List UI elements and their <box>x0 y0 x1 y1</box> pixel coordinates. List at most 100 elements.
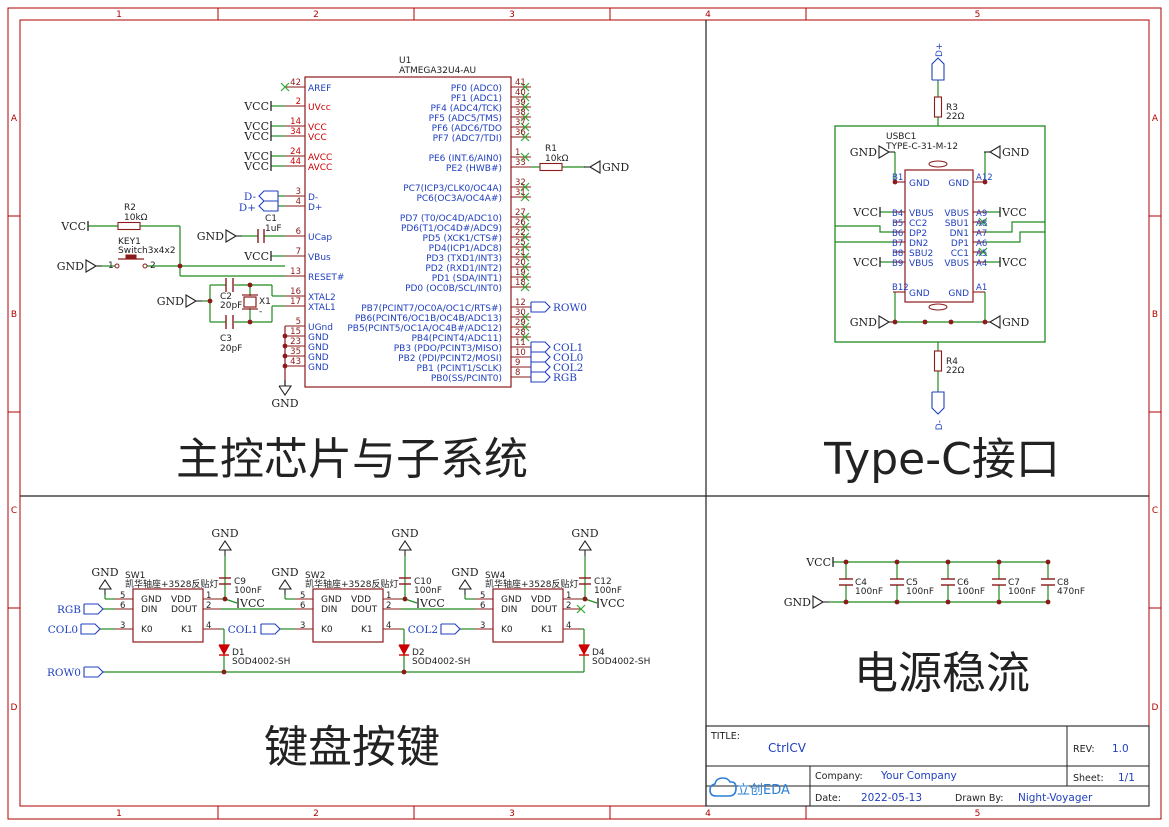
switch-pin-name: VDD <box>531 595 551 605</box>
mcu-pin-name: GND <box>308 353 329 363</box>
switch-pin-name: DIN <box>501 605 517 615</box>
mcu-pin-name: PB1 (PCINT1/SCLK) <box>417 364 502 374</box>
mcu-pin-number: 34 <box>290 127 301 137</box>
junction-dot <box>247 282 253 288</box>
mcu-pin-number: 16 <box>290 287 301 297</box>
mcu-pin-number: 44 <box>290 157 301 167</box>
inner-border <box>19 19 1150 807</box>
gnd-symbol <box>185 294 197 308</box>
drawn-label: Drawn By: <box>955 793 1004 804</box>
mcu-pin-name: PF0 (ADC0) <box>451 84 502 94</box>
mcu-pin-name: XTAL1 <box>308 303 336 313</box>
components <box>80 57 1055 797</box>
mcu-pin-name: PF1 (ADC1) <box>451 94 502 104</box>
junction-dot <box>247 319 253 325</box>
cap-val: 100nF <box>957 587 985 597</box>
junction-dot <box>843 599 849 605</box>
no-connect-mark <box>520 212 530 222</box>
mcu-part: ATMEGA32U4-AU <box>399 66 476 76</box>
drawn-value: Night-Voyager <box>1018 792 1093 804</box>
switch-pin-number: 5 <box>480 591 485 601</box>
mcu-pin-name: AREF <box>308 84 331 94</box>
title-label: TITLE: <box>710 731 740 742</box>
switch-pin-number: 3 <box>300 621 305 631</box>
mcu-pin-number: 3 <box>296 187 301 197</box>
mcu-pin-number: 22 <box>515 228 526 238</box>
vcc-label: VCC <box>1001 206 1027 219</box>
gnd-label: GND <box>1002 146 1029 159</box>
no-connect-mark <box>520 232 530 242</box>
diode-part: SOD4002-SH <box>592 657 650 667</box>
switch-pin-number: 3 <box>480 621 485 631</box>
diode-ref: D4 <box>592 648 605 658</box>
wires <box>88 80 1049 673</box>
no-connect-mark <box>520 272 530 282</box>
net-port <box>83 603 104 615</box>
mcu-pin-name: VCC <box>308 133 327 143</box>
usbc-body <box>904 169 974 303</box>
no-connect-mark <box>576 604 586 614</box>
mcu-pin-name: PC7(ICP3/CLK0/OC4A) <box>403 184 502 194</box>
usbc-pin-name: VBUS <box>944 209 969 219</box>
cap-ref: C9 <box>234 577 246 587</box>
usbc-pin-number: A1 <box>976 283 987 293</box>
mcu-pin-name: PB2 (PDI/PCINT2/MOSI) <box>398 354 502 364</box>
junction-dot <box>892 319 898 325</box>
frame-row-label: B <box>1152 310 1158 320</box>
resistor-body <box>539 162 563 172</box>
junction-dot <box>401 669 407 675</box>
frame-row-label: C <box>1152 506 1158 516</box>
resistor-body <box>933 96 943 118</box>
junction-dot <box>945 599 951 605</box>
c1-ref: C1 <box>265 214 277 224</box>
gnd-label: GND <box>784 596 811 609</box>
no-connect-mark <box>520 112 530 122</box>
usbc-pin-number: B6 <box>892 229 903 239</box>
mcu-ref: U1 <box>399 56 411 66</box>
usbc-pin-name: VBUS <box>909 259 934 269</box>
section-title-keys: 键盘按键 <box>264 722 440 773</box>
mcu-pin-name: AVCC <box>308 153 332 163</box>
net-label: ROW0 <box>47 667 81 679</box>
no-connect-mark <box>520 322 530 332</box>
mcu-pin-name: PD6(T1/OC4D#/ADC9) <box>401 224 502 234</box>
mcu-pin-number: 33 <box>515 158 526 168</box>
no-connect-mark <box>978 217 988 227</box>
vcc-label: VCC <box>243 160 269 173</box>
no-connect-mark <box>520 282 530 292</box>
no-connect-mark <box>520 122 530 132</box>
cap-ref: C4 <box>855 578 867 588</box>
usbc-pin-number: A12 <box>976 173 993 183</box>
mcu-pin-number: 11 <box>515 338 526 348</box>
gnd-symbol <box>578 540 593 551</box>
vcc-label: VCC <box>243 150 269 163</box>
switch-pin-name: VDD <box>171 595 191 605</box>
mcu-pin-number: 4 <box>296 197 301 207</box>
frame-col-label: 1 <box>116 809 122 819</box>
mcu-pin-name: PB7(PCINT7/OC0A/OC1C/RTS#) <box>361 304 502 314</box>
usbc-pin-number: A7 <box>976 229 987 239</box>
gnd-symbol <box>278 579 293 590</box>
gnd-symbol <box>878 145 890 159</box>
mcu-pin-number: 26 <box>515 218 526 228</box>
junction-dot <box>1045 559 1051 565</box>
outer-border <box>7 7 1162 820</box>
r1-val: 10kΩ <box>545 154 569 164</box>
junction-dot <box>982 319 988 325</box>
usbc-pin-name: GND <box>948 179 969 189</box>
switch-pin-number: 2 <box>566 601 571 611</box>
net-port <box>80 623 101 635</box>
mcu-pin-name: PD0 (OC0B/SCL/INT0) <box>405 284 502 294</box>
mcu-pin-name: XTAL2 <box>308 293 336 303</box>
junction-dot <box>922 319 928 325</box>
mcu-pin-name: PC6(OC3A/OC4A#) <box>416 194 502 204</box>
gnd-label: GND <box>271 397 298 410</box>
net-port <box>530 371 551 383</box>
key1-ref: KEY1 <box>118 237 141 247</box>
mcu-pin-name: PE6 (INT.6/AIN0) <box>429 154 502 164</box>
switch-ref: SW2 <box>305 571 325 581</box>
switch-part: 凯华轴座+3528反贴灯 <box>305 578 398 590</box>
rev-value: 1.0 <box>1112 743 1129 755</box>
mcu-pin-name: PD7 (T0/OC4D/ADC10) <box>400 214 502 224</box>
gnd-label: GND <box>451 566 478 579</box>
